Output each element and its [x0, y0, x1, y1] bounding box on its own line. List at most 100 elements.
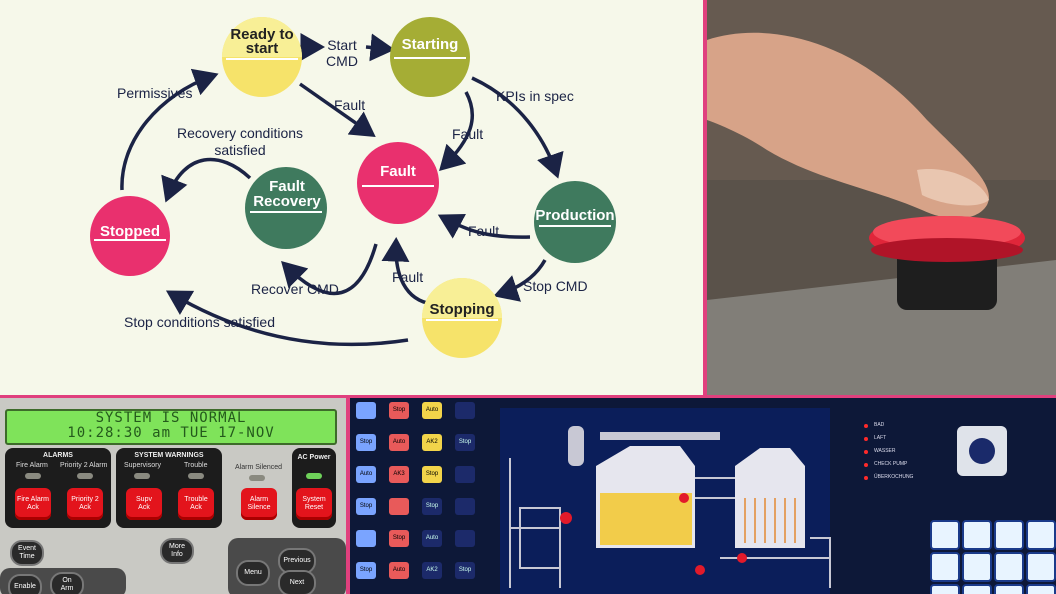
supervisory-label: Supervisory [124, 462, 161, 469]
state-ready: Ready to start [222, 17, 302, 97]
more-info-button[interactable]: More Info [160, 538, 194, 564]
control-tile[interactable] [455, 498, 475, 515]
edge-label-recovery-1: Recovery conditions [177, 125, 303, 141]
edge-label-stop-cmd: Stop CMD [523, 278, 588, 294]
next-button[interactable]: Next [278, 570, 316, 594]
state-fault-recovery: Fault Recovery [245, 167, 327, 249]
matrix-button[interactable] [930, 520, 960, 550]
control-tile[interactable]: Stop [422, 466, 442, 483]
emergency-stop-illustration [707, 0, 1056, 395]
matrix-button[interactable] [930, 552, 960, 582]
state-stopped: Stopped [90, 196, 170, 276]
state-starting-label: Starting [402, 36, 459, 53]
priority2-ack-button[interactable]: Priority 2 Ack [67, 488, 103, 520]
control-tile[interactable]: Auto [356, 466, 376, 483]
control-tile[interactable]: Stop [455, 562, 475, 579]
control-tile[interactable] [389, 498, 409, 515]
control-tile[interactable] [356, 530, 376, 547]
edge-label-fault-ready: Fault [334, 97, 365, 113]
edge-label-recover-cmd: Recover CMD [251, 281, 339, 297]
legend-label: WASSER [874, 448, 896, 454]
event-time-button[interactable]: Event Time [10, 540, 44, 566]
arrow-production-fault [437, 213, 531, 239]
control-tile[interactable] [455, 466, 475, 483]
valve-top [568, 426, 584, 466]
legend-dot [864, 450, 868, 454]
fire-alarm-control-panel: SYSTEM IS NORMAL 10:28:30 am TUE 17-NOV … [0, 398, 346, 594]
priority2-alarm-label: Priority 2 Alarm [60, 462, 108, 469]
arrow-recovery [161, 157, 252, 203]
state-stopping-label: Stopping [430, 301, 495, 318]
control-tile[interactable]: Auto [389, 562, 409, 579]
control-tile[interactable]: Stop [422, 498, 442, 515]
edge-label-start-cmd-2: CMD [326, 53, 358, 69]
fire-alarm-led [25, 473, 41, 479]
control-tile[interactable]: Stop [455, 434, 475, 451]
matrix-button[interactable] [962, 552, 992, 582]
fire-alarm-ack-button[interactable]: Fire Alarm Ack [15, 488, 51, 520]
edge-label-kpis: KPIs in spec [496, 88, 574, 104]
valve-indicator-2 [679, 493, 689, 503]
state-fault-recovery-label-1: Fault [269, 178, 305, 195]
trouble-ack-button[interactable]: Trouble Ack [178, 488, 214, 520]
lcd-display: SYSTEM IS NORMAL 10:28:30 am TUE 17-NOV [5, 409, 337, 445]
tank-left-fill [600, 493, 692, 545]
matrix-button[interactable] [1026, 520, 1056, 550]
control-tile[interactable] [455, 530, 475, 547]
warnings-title: SYSTEM WARNINGS [134, 452, 204, 459]
control-tile[interactable]: Stop [389, 402, 409, 419]
supervisory-ack-button[interactable]: Supv Ack [126, 488, 162, 520]
edge-label-fault-production: Fault [468, 223, 499, 239]
legend-label: CHECK PUMP [874, 461, 908, 467]
control-tile[interactable]: Stop [356, 434, 376, 451]
legend-dot [864, 424, 868, 428]
pipe-top [600, 432, 720, 440]
process-schematic [500, 408, 831, 594]
matrix-button[interactable] [962, 584, 992, 594]
on-arm-button[interactable]: On Arm [50, 572, 84, 594]
legend-dot [864, 437, 868, 441]
control-tile[interactable] [356, 402, 376, 419]
control-tile[interactable]: AK2 [422, 434, 442, 451]
selector-knob[interactable] [969, 438, 995, 464]
control-tile[interactable]: Auto [389, 434, 409, 451]
fire-alarm-label: Fire Alarm [16, 462, 48, 469]
matrix-button[interactable] [930, 584, 960, 594]
control-tile[interactable]: Auto [422, 402, 442, 419]
arrow-start-cmd-2 [365, 33, 395, 62]
matrix-button[interactable] [1026, 552, 1056, 582]
previous-button[interactable]: Previous [278, 548, 316, 574]
trouble-label: Trouble [184, 462, 208, 469]
legend-dot [864, 476, 868, 480]
matrix-button[interactable] [962, 520, 992, 550]
lcd-line-2: 10:28:30 am TUE 17-NOV [67, 425, 275, 441]
matrix-button[interactable] [994, 584, 1024, 594]
alarm-silence-button[interactable]: Alarm Silence [241, 488, 277, 520]
system-warnings-group: SYSTEM WARNINGS Supervisory Trouble Supv… [116, 448, 222, 528]
control-tile[interactable]: AK3 [389, 466, 409, 483]
lcd-line-1: SYSTEM IS NORMAL [95, 410, 247, 426]
matrix-button[interactable] [994, 520, 1024, 550]
legend-label: LAFT [874, 435, 887, 441]
enable-button[interactable]: Enable [8, 574, 42, 594]
edge-label-recovery-2: satisfied [214, 142, 265, 158]
control-tile[interactable] [455, 402, 475, 419]
emergency-stop-photo [707, 0, 1056, 395]
state-stopping: Stopping [422, 278, 502, 358]
arrow-permissives [120, 68, 219, 191]
system-reset-button[interactable]: System Reset [296, 488, 332, 520]
menu-button[interactable]: Menu [236, 560, 270, 586]
state-production: Production [534, 181, 616, 263]
selector-switch[interactable] [957, 426, 1007, 476]
control-tile[interactable]: Stop [389, 530, 409, 547]
arrow-ready-fault [298, 82, 376, 138]
control-tile[interactable]: Stop [356, 562, 376, 579]
priority2-led [77, 473, 93, 479]
control-tile[interactable]: Auto [422, 530, 442, 547]
control-tile[interactable]: AK2 [422, 562, 442, 579]
matrix-button[interactable] [1026, 584, 1056, 594]
control-tile[interactable]: Stop [356, 498, 376, 515]
trouble-led [188, 473, 204, 479]
matrix-button[interactable] [994, 552, 1024, 582]
